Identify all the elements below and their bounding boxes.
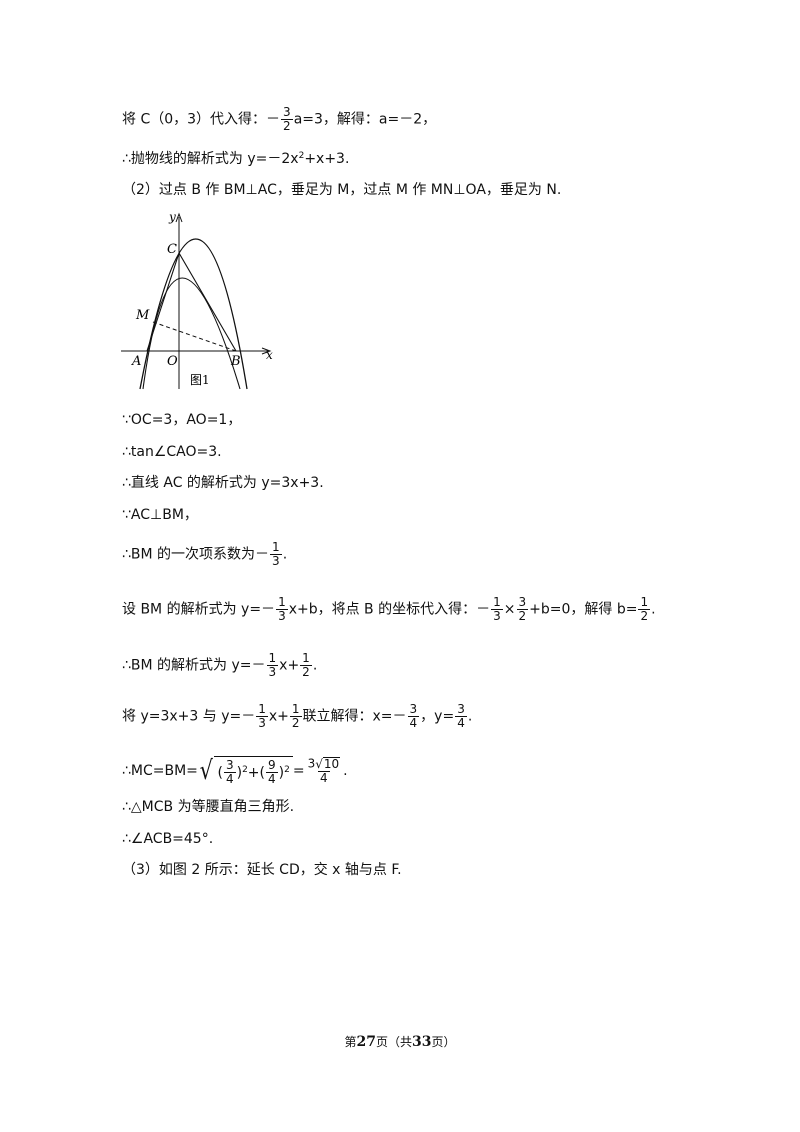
line-4: ∵OC=3，AO=1， bbox=[122, 412, 242, 428]
line-7: ∵AC⊥BM， bbox=[122, 507, 198, 523]
line-5: ∴tan∠CAO=3. bbox=[122, 444, 222, 460]
label-y: y bbox=[168, 210, 176, 224]
line-15: （3）如图 2 所示：延长 CD，交 x 轴与点 F. bbox=[122, 862, 402, 878]
page-number: 27 bbox=[356, 1034, 376, 1050]
label-o: O bbox=[167, 354, 178, 369]
figure-caption: 图1 bbox=[190, 373, 210, 387]
line-6: ∴直线 AC 的解析式为 y=3x+3. bbox=[122, 475, 324, 491]
dashed-bm bbox=[152, 321, 237, 352]
parabola-curve bbox=[139, 238, 248, 390]
page-total: 33 bbox=[412, 1034, 432, 1050]
line-2: ∴抛物线的解析式为 y=－2x2+x+3. bbox=[122, 151, 350, 167]
label-x: x bbox=[266, 348, 273, 362]
parabola-figure: y x C M A O B 图1 bbox=[121, 210, 273, 390]
label-b: B bbox=[230, 354, 241, 369]
label-m: M bbox=[135, 308, 150, 323]
line-14: ∴∠ACB=45°. bbox=[122, 831, 214, 847]
label-a: A bbox=[131, 354, 141, 369]
label-c: C bbox=[167, 242, 177, 257]
line-13: ∴△MCB 为等腰直角三角形. bbox=[122, 799, 295, 815]
line-3: （2）过点 B 作 BM⊥AC，垂足为 M，过点 M 作 MN⊥OA，垂足为 N… bbox=[122, 182, 562, 198]
page-footer: 第27页（共33页） bbox=[344, 1034, 456, 1050]
